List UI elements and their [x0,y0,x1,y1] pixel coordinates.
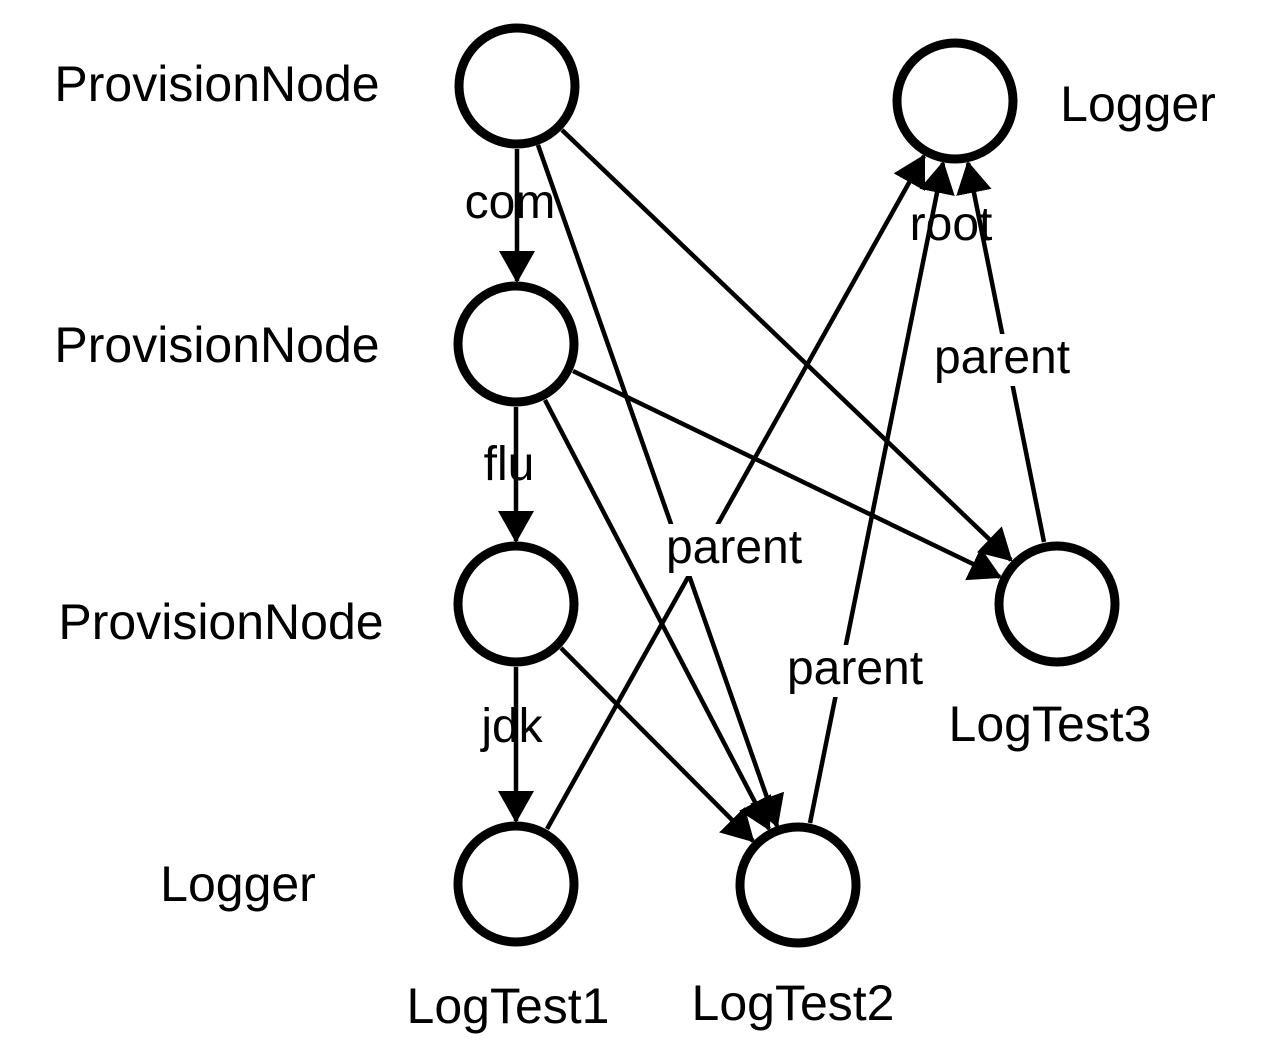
edge-provision-mid-to-logtest2 [543,398,772,831]
edge-provision-top-to-logtest3 [560,128,1013,562]
type-label-provision-bottom: ProvisionNode [58,594,383,650]
edge-label-backgrounds [660,334,1076,697]
type-label-provision-mid: ProvisionNode [54,317,379,373]
edge-label-flu: flu [484,438,535,491]
edge-label-jdk: jdk [479,700,543,753]
type-label-logger-right: Logger [1060,76,1216,132]
node-name-root: root [910,198,993,251]
node-provision-top-circle [454,23,580,149]
node-name-logtest1: LogTest1 [407,978,610,1034]
node-logtest1-circle [453,821,579,947]
node-provision-bottom-circle [453,541,579,667]
nodes-layer [453,23,1120,948]
node-logtest2-circle [735,822,861,948]
edge-provision-mid-to-logtest3 [572,368,1002,581]
type-label-provision-top: ProvisionNode [54,56,379,112]
edge-label-parent3-bg [928,334,1076,386]
edge-label-parent1: parent [666,521,802,574]
node-logtest3-circle [994,541,1120,667]
edges-layer [498,128,1047,843]
labels-layer: ProvisionNode ProvisionNode ProvisionNod… [54,56,1215,1034]
edge-logtest2-to-root [807,161,955,824]
edge-provision-top-to-logtest2 [535,144,785,828]
edge-label-parent1-bg [660,524,808,576]
edge-label-com: com [465,176,556,229]
edge-label-parent2-bg [781,645,929,697]
edge-provision-bottom-to-logtest2 [559,646,755,843]
node-name-logtest3: LogTest3 [949,696,1152,752]
edge-logtest1-to-root [545,154,926,831]
node-root-circle [892,38,1018,164]
edge-label-parent2: parent [787,642,923,695]
node-name-logtest2: LogTest2 [692,975,895,1031]
type-label-logger-left: Logger [160,856,316,912]
edge-label-parent3: parent [934,331,1070,384]
node-provision-mid-circle [453,281,579,407]
